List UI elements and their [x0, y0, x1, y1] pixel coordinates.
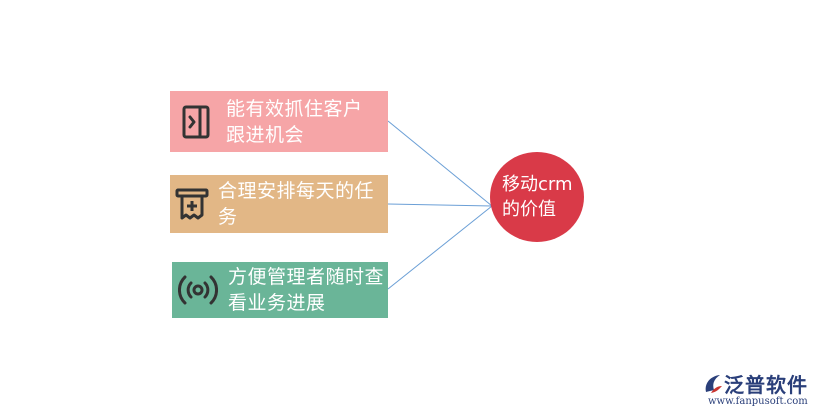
connector-line-2 — [387, 203, 493, 207]
value-text-2: 合理安排每天的任务 — [218, 180, 375, 228]
broadcast-signal-icon — [176, 273, 220, 307]
value-text-1: 能有效抓住客户跟进机会 — [226, 97, 363, 146]
login-door-icon — [176, 105, 216, 139]
center-text: 移动crm 的价值 — [502, 174, 573, 220]
value-text-3: 方便管理者随时查看业务进展 — [228, 266, 385, 314]
value-box-3: 方便管理者随时查看业务进展 — [172, 262, 388, 318]
connector-line-3 — [387, 205, 493, 290]
value-box-1: 能有效抓住客户跟进机会 — [170, 91, 388, 152]
brand-url: www.fanpusoft.com — [708, 396, 808, 407]
connector-line-1 — [387, 120, 493, 207]
value-box-2: 合理安排每天的任务 — [170, 175, 388, 233]
receipt-plus-icon — [172, 187, 212, 221]
center-circle: 移动crm 的价值 — [490, 152, 584, 242]
fanpu-logo-icon — [705, 375, 722, 393]
brand-logo: 泛普软件 www.fanpusoft.com — [700, 368, 828, 412]
brand-name: 泛普软件 — [724, 373, 808, 397]
